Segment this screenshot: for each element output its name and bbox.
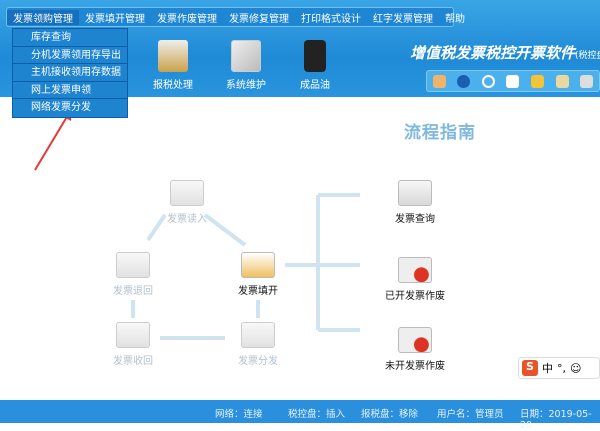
system-maintenance-button[interactable]: 系统维护 bbox=[216, 40, 276, 91]
menu-bar: 发票领购管理 发票填开管理 发票作废管理 发票修复管理 打印格式设计 红字发票管… bbox=[6, 7, 465, 27]
arrow-read-fill bbox=[203, 213, 247, 247]
guide-title: 流程指南 bbox=[404, 123, 476, 143]
flow-invoice-fill[interactable]: 发票填开 bbox=[213, 252, 303, 297]
tax-report-icon bbox=[158, 40, 188, 72]
flow-invoice-fill-label: 发票填开 bbox=[238, 286, 278, 297]
calculator-icon[interactable] bbox=[580, 74, 594, 88]
arrow-branches bbox=[285, 193, 360, 332]
globe-icon[interactable] bbox=[457, 74, 471, 88]
menu-invoice-void[interactable]: 发票作废管理 bbox=[157, 13, 217, 25]
ime-lang[interactable]: 中 bbox=[542, 362, 553, 375]
card-reader-icon bbox=[170, 180, 204, 206]
oil-barrel-icon bbox=[304, 40, 326, 72]
menu-item-online-apply[interactable]: 网上发票申领 bbox=[13, 82, 127, 99]
flow-invoice-read[interactable]: 发票读入 bbox=[142, 180, 232, 225]
recycle-icon bbox=[116, 322, 150, 348]
magnifier-doc-icon bbox=[398, 180, 432, 206]
tax-report-button[interactable]: 报税处理 bbox=[143, 40, 203, 91]
flow-void-issued[interactable]: 已开发票作废 bbox=[370, 257, 460, 302]
status-taxdisk: 税控盘：插入 bbox=[288, 409, 346, 420]
arrow-return-read bbox=[146, 213, 167, 242]
flow-invoice-return[interactable]: 发票退回 bbox=[88, 252, 178, 297]
system-maintenance-label: 系统维护 bbox=[226, 80, 266, 91]
help-icon[interactable] bbox=[481, 74, 495, 88]
main-area bbox=[0, 97, 600, 400]
status-date: 日期：2019-05-20 bbox=[520, 409, 592, 431]
menu-item-export-branch[interactable]: 分机发票领用存导出 bbox=[13, 47, 127, 64]
refined-oil-label: 成品油 bbox=[300, 80, 330, 91]
key-icon[interactable] bbox=[531, 74, 545, 88]
status-bar: 网络：连接 税控盘：插入 报税盘：移除 用户名：管理员 日期：2019-05-2… bbox=[0, 400, 600, 431]
tax-report-label: 报税处理 bbox=[153, 80, 193, 91]
lock-icon[interactable] bbox=[555, 74, 569, 88]
flow-invoice-distribute[interactable]: 发票分发 bbox=[213, 322, 303, 367]
flow-invoice-distribute-label: 发票分发 bbox=[238, 356, 278, 367]
quick-icon-bar bbox=[426, 70, 600, 92]
distribute-icon bbox=[241, 322, 275, 348]
menu-invoice-purchase[interactable]: 发票领购管理 bbox=[7, 9, 79, 25]
menu-help[interactable]: 帮助 bbox=[445, 13, 465, 25]
annotation-arrow bbox=[34, 114, 69, 171]
void-blank-icon bbox=[398, 327, 432, 353]
pencil-doc-icon bbox=[241, 252, 275, 278]
flow-invoice-query-label: 发票查询 bbox=[395, 214, 435, 225]
menu-item-receive-data[interactable]: 主机接收领用存数据 bbox=[13, 64, 127, 82]
flow-invoice-query[interactable]: 发票查询 bbox=[370, 180, 460, 225]
flow-void-blank-label: 未开发票作废 bbox=[385, 361, 445, 372]
return-icon bbox=[116, 252, 150, 278]
app-title: 增值税发票税控开票软件(税控盘版) bbox=[410, 42, 600, 63]
app-edition: (税控盘版) bbox=[575, 51, 600, 61]
menu-item-stock-query[interactable]: 库存查询 bbox=[13, 29, 127, 47]
menu-red-invoice[interactable]: 红字发票管理 bbox=[373, 13, 433, 25]
flow-void-blank[interactable]: 未开发票作废 bbox=[370, 327, 460, 372]
tools-icon bbox=[231, 40, 261, 72]
ime-punct[interactable]: °, bbox=[557, 361, 566, 375]
window-icon[interactable] bbox=[506, 74, 520, 88]
status-reportdisk: 报税盘：移除 bbox=[361, 409, 419, 420]
flow-invoice-recover-label: 发票收回 bbox=[113, 356, 153, 367]
flow-invoice-recover[interactable]: 发票收回 bbox=[88, 322, 178, 367]
sogou-icon: S bbox=[522, 360, 538, 376]
menu-invoice-issue[interactable]: 发票填开管理 bbox=[85, 13, 145, 25]
status-user: 用户名：管理员 bbox=[437, 409, 504, 420]
menu-print-format[interactable]: 打印格式设计 bbox=[301, 13, 361, 25]
flow-invoice-read-label: 发票读入 bbox=[167, 214, 207, 225]
menu-invoice-repair[interactable]: 发票修复管理 bbox=[229, 13, 289, 25]
menu-item-network-distribute[interactable]: 网络发票分发 bbox=[31, 102, 91, 113]
flow-void-issued-label: 已开发票作废 bbox=[385, 291, 445, 302]
refined-oil-button[interactable]: 成品油 bbox=[285, 40, 345, 91]
user-icon[interactable] bbox=[432, 74, 446, 88]
status-network: 网络：连接 bbox=[215, 409, 263, 420]
flow-invoice-return-label: 发票退回 bbox=[113, 286, 153, 297]
void-doc-icon bbox=[398, 257, 432, 283]
invoice-purchase-dropdown: 库存查询 分机发票领用存导出 主机接收领用存数据 网上发票申领 网络发票分发 bbox=[12, 28, 128, 118]
emoji-icon[interactable]: ☺ bbox=[570, 361, 582, 375]
